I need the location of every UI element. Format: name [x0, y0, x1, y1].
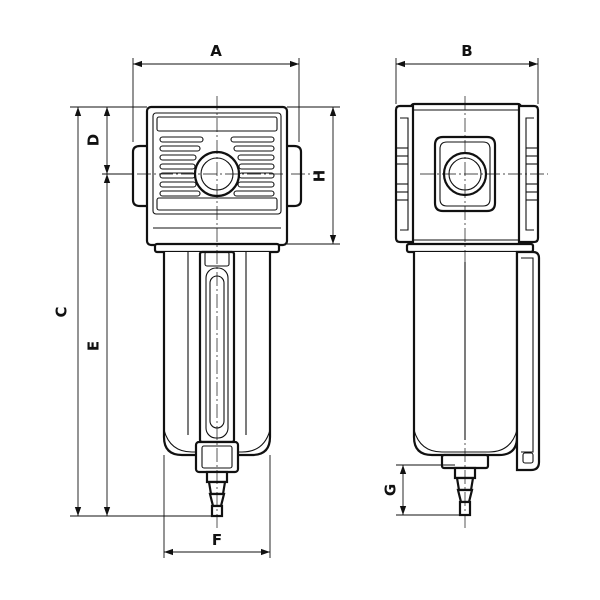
left-port-boss — [131, 144, 151, 208]
front-view — [115, 96, 318, 530]
right-port-boss — [283, 144, 303, 208]
dimension-label-g: G — [382, 484, 400, 496]
dimension-label-e: E — [85, 341, 103, 351]
dimension-label-f: F — [212, 531, 222, 549]
side-collar — [405, 242, 535, 254]
front-grille — [159, 136, 275, 197]
dimension-label-b: B — [461, 42, 472, 60]
bowl-lock-clip — [515, 250, 541, 472]
side-right-grip — [517, 104, 540, 244]
dimension-label-c: C — [53, 306, 71, 317]
dimension-label-a: A — [210, 42, 222, 60]
side-view — [394, 96, 548, 530]
dimension-label-h: H — [311, 170, 329, 183]
side-left-grip — [394, 104, 415, 244]
dimension-label-d: D — [85, 134, 103, 146]
dimension-lines — [70, 58, 539, 558]
